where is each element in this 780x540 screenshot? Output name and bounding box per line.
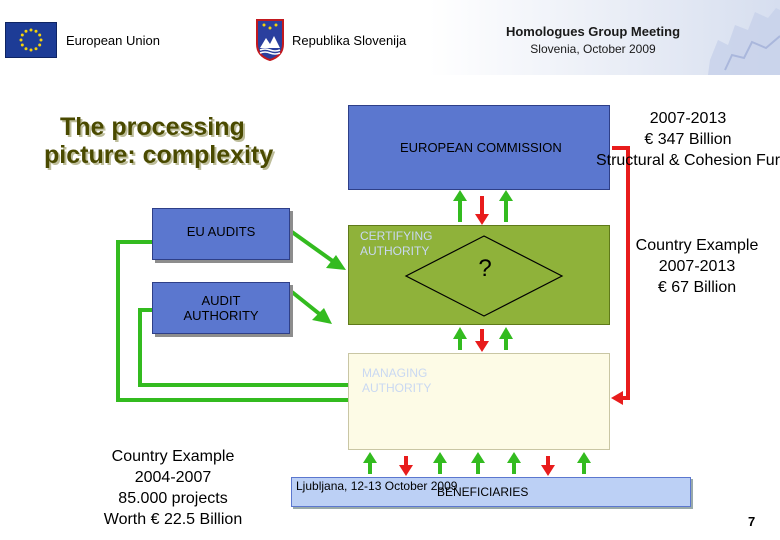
country-example-right-title: Country Example (635, 237, 759, 254)
ec-funding-stats: 2007-2013 € 347 Billion Structural & Coh… (578, 108, 780, 171)
country-example-right: Country Example 2007-2013 € 67 Billion (620, 235, 774, 298)
slide-title: The processing picture: complexity (44, 113, 334, 169)
beneficiary-arrows (363, 452, 591, 476)
managing-authority-label: MANAGING AUTHORITY (362, 366, 472, 396)
green-arrowhead-up-2 (499, 190, 513, 201)
green-arrow-audit-to-managing (290, 290, 324, 318)
beneficiaries-box (291, 477, 691, 507)
eu-flag-icon (5, 22, 57, 58)
managing-authority-line-1: MANAGING (362, 366, 428, 380)
slovenia-label: Republika Slovenija (292, 33, 407, 48)
footer-date-location: Ljubljana, 12-13 October 2009 (296, 479, 458, 493)
header-bar: European Union Republika Slovenija Homol… (0, 0, 780, 75)
audit-authority-box: AUDIT AUTHORITY (152, 282, 290, 334)
green-arrowhead-eu-audits (326, 255, 346, 270)
meeting-subtitle: Slovenia, October 2009 (530, 42, 656, 56)
ec-stats-fund: Structural & Cohesion Fur (595, 152, 780, 169)
slide-title-line-2: picture: complexity (44, 141, 274, 169)
managing-authority-box (348, 353, 610, 450)
green-arrowhead-up-3 (453, 327, 467, 339)
certifying-authority-label: CERTIFYING AUTHORITY (360, 229, 460, 259)
ec-stats-amount: € 347 Billion (644, 131, 732, 148)
country-example-right-period: 2007-2013 (658, 258, 736, 275)
certifying-authority-line-1: CERTIFYING (360, 229, 433, 243)
certifying-authority-line-2: AUTHORITY (360, 244, 430, 258)
beneficiaries-label: BENEFICIARIES (437, 485, 529, 499)
country-example-left-title: Country Example (111, 448, 235, 465)
audit-authority-line-2: AUTHORITY (183, 308, 259, 323)
slide-title-line-1: The processing (60, 113, 245, 141)
country-example-right-amount: € 67 Billion (657, 279, 737, 296)
country-example-left-worth: Worth € 22.5 Billion (103, 511, 243, 528)
green-path-managing-to-eu-audits (116, 240, 348, 402)
slovenia-coat-of-arms-icon (255, 18, 285, 62)
red-arrowhead-down-1 (475, 214, 489, 225)
europe-map-decoration-icon (708, 8, 780, 75)
managing-authority-line-2: AUTHORITY (362, 381, 432, 395)
european-commission-box (348, 105, 610, 190)
green-path-managing-to-audit-authority (138, 308, 348, 387)
meeting-title: Homologues Group Meeting (505, 24, 681, 39)
eu-audits-box: EU AUDITS (152, 208, 290, 260)
green-arrowhead-audit (312, 308, 332, 324)
country-example-left: Country Example 2004-2007 85.000 project… (82, 446, 264, 530)
eu-label: European Union (66, 33, 160, 48)
green-arrow-eu-audits-to-certifying (290, 230, 336, 264)
country-example-left-period: 2004-2007 (134, 469, 212, 486)
page-number: 7 (748, 514, 756, 529)
green-arrowhead-up-1 (453, 190, 467, 201)
country-example-left-projects: 85.000 projects (118, 490, 228, 507)
red-arrowhead-right (611, 391, 623, 405)
green-arrowhead-up-4 (499, 327, 513, 339)
question-mark: ? (478, 255, 492, 282)
ec-stats-period: 2007-2013 (649, 110, 727, 127)
red-path-ec-to-managing (612, 146, 630, 400)
red-arrowhead-down-2 (475, 341, 489, 352)
european-commission-label: EUROPEAN COMMISSION (400, 140, 562, 155)
audit-authority-line-1: AUDIT (201, 293, 241, 308)
